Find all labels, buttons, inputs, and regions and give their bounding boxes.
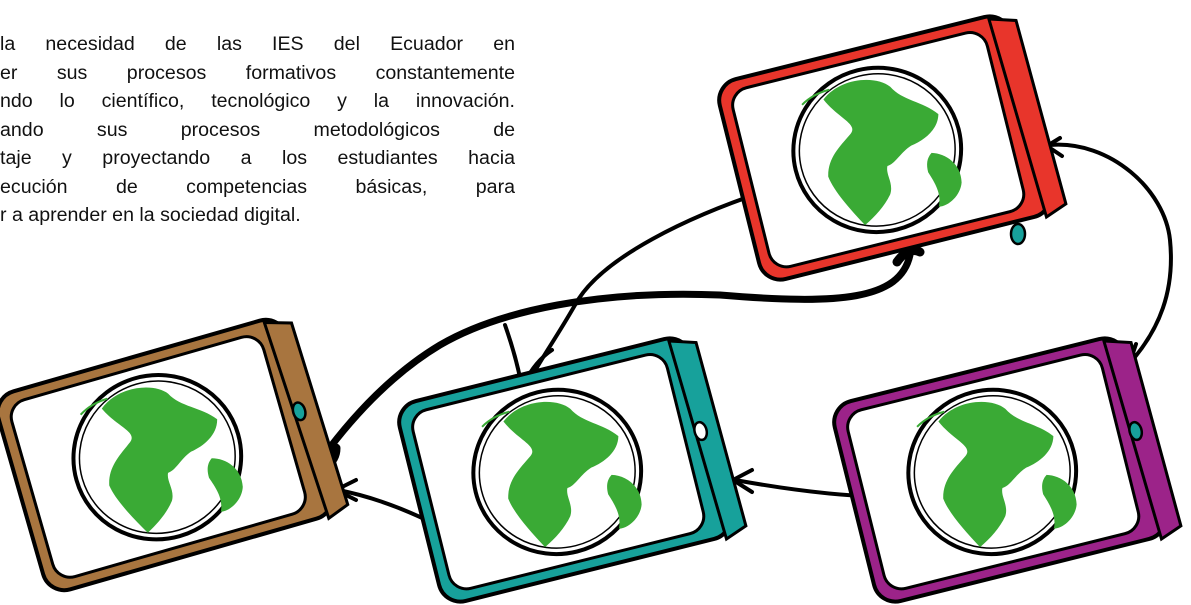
edge-red-brown	[318, 251, 914, 462]
tv-teal-knob	[693, 420, 709, 442]
tv-brown-frame-edge	[262, 320, 350, 521]
tv-red-frame-edge	[986, 17, 1068, 220]
intro-line: er sus procesos formativos constantement…	[0, 61, 515, 84]
intro-line: la necesidad de las IES del Ecuador en	[0, 33, 515, 55]
tv-brown-knob	[291, 401, 307, 422]
intro-line: ando sus procesos metodológicos de	[0, 118, 515, 141]
intro-line: ecución de competencias básicas, para	[0, 175, 515, 198]
edge-red-purple	[1048, 142, 1173, 367]
intro-line: ndo lo científico, tecnológico y la inno…	[0, 90, 515, 112]
tv-purple-knob	[1128, 420, 1144, 442]
tv-purple	[832, 336, 1183, 604]
tv-purple-frame-edge	[1101, 339, 1183, 542]
intro-line: r a aprender en la sociedad digital.	[0, 204, 301, 226]
tv-red-knob	[1009, 222, 1027, 246]
edge-red-brown-head-right	[892, 245, 925, 267]
tv-red	[717, 14, 1068, 282]
intro-line: taje y proyectando a los estudiantes hac…	[0, 147, 515, 169]
intro-paragraph: la necesidad de las IES del Ecuador en e…	[0, 30, 515, 230]
tv-teal	[397, 336, 748, 604]
tv-brown	[0, 317, 350, 593]
tv-teal-frame-edge	[666, 339, 748, 542]
